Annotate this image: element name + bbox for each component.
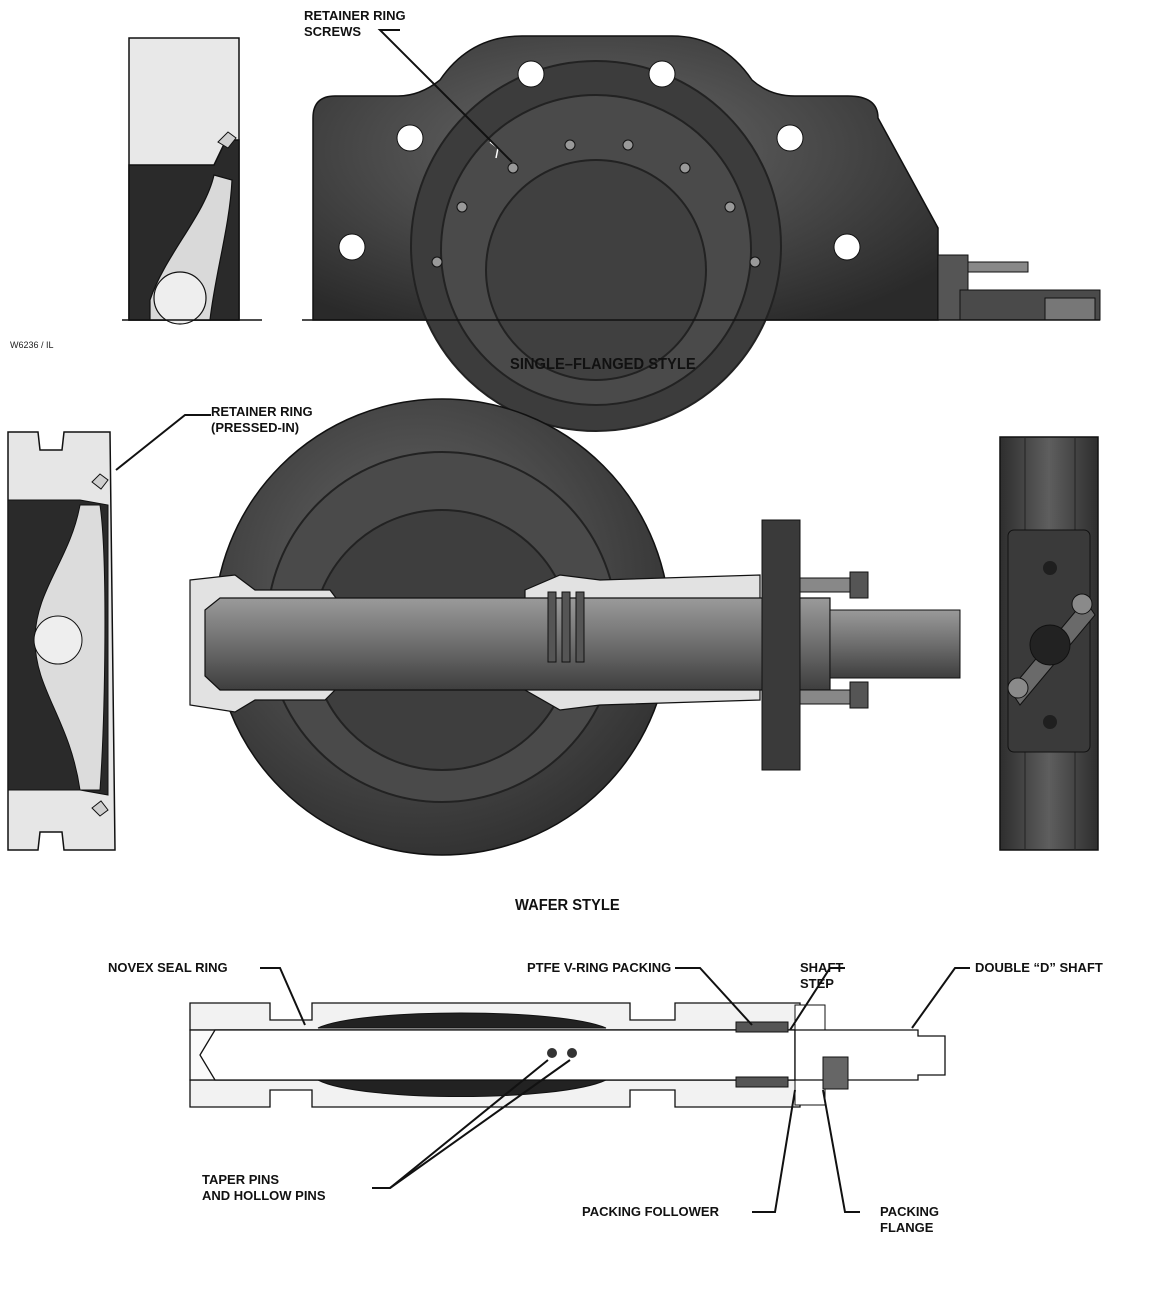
wafer-front-section-view <box>189 398 961 856</box>
title-single-flanged: SINGLE–FLANGED STYLE <box>510 356 696 373</box>
leader-lines <box>115 29 970 1213</box>
label-shaft-step: SHAFT STEP <box>800 960 844 991</box>
wafer-end-view <box>999 436 1099 851</box>
label-retainer-ring-pressed-in: RETAINER RING (PRESSED-IN) <box>211 404 313 435</box>
label-retainer-ring-screws: RETAINER RING SCREWS <box>304 8 406 39</box>
label-taper-pins: TAPER PINS AND HOLLOW PINS <box>202 1172 326 1203</box>
label-packing-flange: PACKING FLANGE <box>880 1204 939 1235</box>
wafer-side-section <box>7 431 116 851</box>
single-flanged-side-section <box>122 37 262 325</box>
figure-code: W6236 / IL <box>10 340 54 350</box>
label-double-d-shaft: DOUBLE “D” SHAFT <box>975 960 1103 975</box>
label-packing-follower: PACKING FOLLOWER <box>582 1204 719 1219</box>
label-novex-seal-ring: NOVEX SEAL RING <box>108 960 228 975</box>
title-wafer: WAFER STYLE <box>515 897 620 914</box>
shaft-cross-section <box>189 1002 946 1108</box>
label-ptfe-v-ring-packing: PTFE V-RING PACKING <box>527 960 672 975</box>
single-flanged-front-view <box>302 35 1101 432</box>
